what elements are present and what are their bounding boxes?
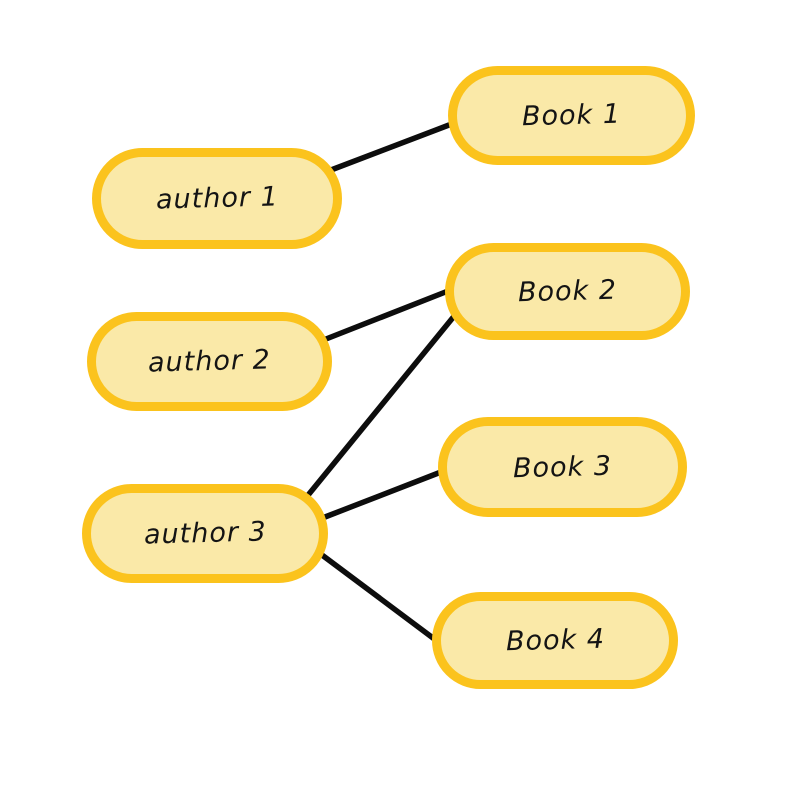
node-label: Book 1 (521, 98, 622, 133)
node-book-4[interactable]: Book 4 (432, 592, 678, 689)
edge-author1-book1[interactable] (328, 122, 452, 173)
node-book-1[interactable]: Book 1 (448, 66, 695, 165)
edge-author3-book4[interactable] (319, 552, 440, 644)
node-author-3[interactable]: author 3 (82, 484, 328, 583)
node-book-2[interactable]: Book 2 (445, 243, 690, 340)
node-label: Book 2 (517, 274, 618, 309)
node-author-2[interactable]: author 2 (87, 312, 332, 411)
node-label: author 2 (147, 344, 272, 379)
node-label: author 1 (155, 181, 279, 216)
edge-author2-book2[interactable] (323, 288, 451, 342)
node-book-3[interactable]: Book 3 (438, 417, 687, 517)
edge-author3-book3[interactable] (322, 469, 444, 520)
edge-author3-book2[interactable] (306, 312, 458, 497)
node-label: author 3 (143, 516, 267, 551)
node-label: Book 4 (505, 623, 605, 658)
node-author-1[interactable]: author 1 (92, 148, 342, 249)
node-label: Book 3 (512, 450, 613, 484)
